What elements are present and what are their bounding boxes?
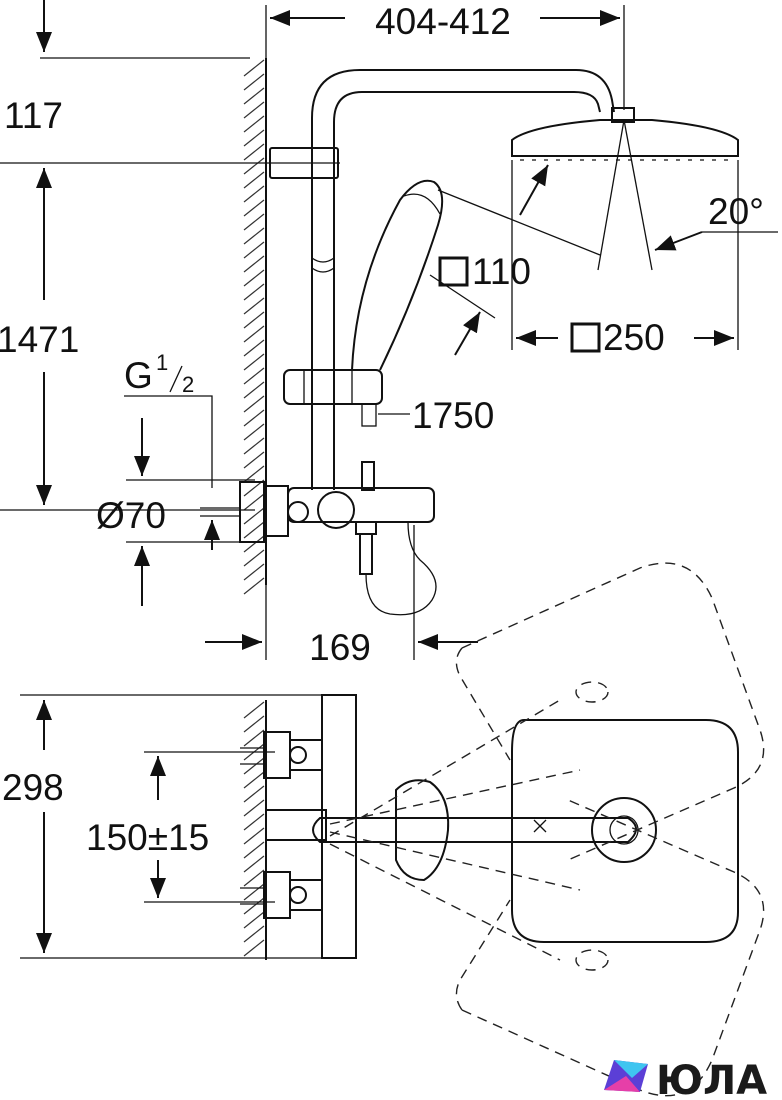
thread-fraction-denominator: 2: [182, 372, 194, 397]
hatch-line: [243, 729, 265, 747]
dimension-label-110: 110: [472, 251, 531, 292]
hatch-line: [243, 87, 265, 105]
yula-brand-text: ЮЛА: [656, 1058, 767, 1100]
hatch-line: [243, 535, 265, 553]
hatch-line: [243, 701, 265, 719]
hatch-line: [243, 521, 265, 539]
hatch-line: [243, 493, 265, 511]
hatch-line: [243, 911, 265, 929]
thermostat-side: [200, 461, 437, 616]
hatch-line: [243, 325, 265, 343]
dimension-label-1471: 1471: [0, 319, 79, 360]
dimension-square-110: 110: [438, 251, 531, 292]
wall-side-view: [243, 58, 267, 595]
hatch-line: [243, 213, 265, 231]
dimension-label-117: 117: [4, 95, 63, 136]
dimension-1471: 1471: [0, 168, 79, 505]
hatch-line: [243, 925, 265, 943]
hatch-line: [243, 73, 265, 91]
hatch-line: [243, 129, 265, 147]
thermostat-plan: [240, 694, 357, 959]
hatch-line: [243, 143, 265, 161]
dimension-169: 169: [205, 525, 478, 668]
thread-fraction-numerator: 1: [156, 350, 168, 375]
hatch-line: [243, 339, 265, 357]
dimension-hose-1750: 1750: [378, 395, 494, 436]
hatch-line: [243, 799, 265, 817]
hatch-line: [243, 269, 265, 287]
hatch-line: [243, 813, 265, 831]
hatch-line: [243, 771, 265, 789]
dimension-angle-20: 20°: [654, 191, 778, 251]
hatch-line: [243, 715, 265, 733]
hatch-line: [243, 115, 265, 133]
hatch-line: [243, 311, 265, 329]
head-shower-side: [511, 107, 739, 271]
hatch-line: [243, 883, 265, 901]
yula-watermark: ЮЛА: [604, 1058, 767, 1100]
hatch-line: [243, 827, 265, 845]
dimension-label-298: 298: [2, 767, 64, 808]
wall-top-view: [243, 700, 327, 960]
yula-logo-icon: [604, 1060, 648, 1092]
hatch-line: [243, 283, 265, 301]
dimension-square-250: 250: [511, 160, 739, 358]
thread-label-g: G: [124, 355, 153, 396]
dimension-298: 298: [2, 694, 356, 959]
top-reference-lines: [0, 0, 340, 511]
hatch-line: [243, 855, 265, 873]
hatch-line: [243, 199, 265, 217]
dimension-404-412: 404-412: [265, 1, 625, 110]
hatch-line: [243, 757, 265, 775]
dimension-diameter-70: Ø70: [96, 418, 255, 606]
hatch-line: [243, 381, 265, 399]
shower-rail: [269, 69, 615, 490]
hatch-line: [243, 897, 265, 915]
hatch-line: [243, 157, 265, 175]
dimension-150: 150±15: [86, 751, 275, 903]
dimension-label-1750: 1750: [412, 395, 494, 436]
hatch-line: [243, 841, 265, 859]
hatch-line: [243, 437, 265, 455]
hatch-line: [243, 869, 265, 887]
wall-hatching-plan: [243, 701, 265, 957]
dimension-label-404-412: 404-412: [375, 1, 511, 42]
dimension-label-150-15: 150±15: [86, 817, 209, 858]
hatch-line: [243, 563, 265, 581]
dimension-label-169: 169: [309, 627, 371, 668]
hatch-line: [243, 409, 265, 427]
hatch-line: [243, 451, 265, 469]
rotation-range-dashed: [329, 562, 765, 1097]
hatch-line: [243, 423, 265, 441]
hatch-line: [243, 227, 265, 245]
hatch-line: [243, 785, 265, 803]
hatch-line: [243, 507, 265, 525]
hatch-line: [243, 255, 265, 273]
hatch-line: [243, 939, 265, 957]
hatch-line: [243, 185, 265, 203]
dimension-label-250: 250: [603, 317, 665, 358]
hatch-line: [243, 395, 265, 413]
hatch-line: [243, 367, 265, 385]
hatch-line: [243, 241, 265, 259]
shower-arm-plan: [312, 719, 739, 943]
hatch-line: [243, 171, 265, 189]
hatch-line: [243, 577, 265, 595]
hatch-line: [243, 549, 265, 567]
dimension-label-diameter-70: Ø70: [96, 495, 166, 536]
hatch-line: [243, 101, 265, 119]
hatch-line: [243, 297, 265, 315]
hatch-line: [243, 59, 265, 77]
hatch-line: [243, 465, 265, 483]
hatch-line: [243, 353, 265, 371]
thread-spec-g-half: G 1 2: [124, 350, 213, 488]
dimension-label-20-degrees: 20°: [708, 191, 764, 232]
wall-hatching: [243, 59, 265, 595]
